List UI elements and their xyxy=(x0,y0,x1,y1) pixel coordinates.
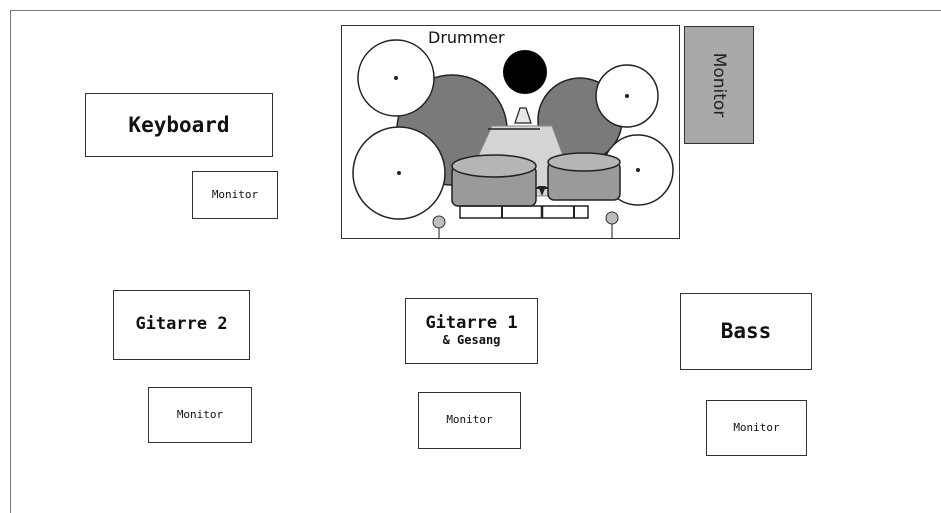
gitarre2-monitor: Monitor xyxy=(148,387,252,443)
drum-kit: Drummer xyxy=(341,25,680,239)
gitarre1-monitor-label: Monitor xyxy=(446,413,493,427)
keyboard-label: Keyboard xyxy=(128,112,230,137)
drum-throne xyxy=(514,107,532,124)
gitarre2-position: Gitarre 2 xyxy=(113,290,250,360)
drummer-label: Drummer xyxy=(428,28,505,47)
drum-kit-drawing xyxy=(352,39,674,238)
gitarre1-position: Gitarre 1 & Gesang xyxy=(405,298,538,364)
mic-stand-right xyxy=(605,211,619,225)
bass-monitor-label: Monitor xyxy=(733,420,780,434)
keyboard-monitor-label: Monitor xyxy=(211,187,259,201)
gitarre1-sub-label: & Gesang xyxy=(442,332,501,347)
bass-monitor: Monitor xyxy=(706,400,807,456)
bass-position: Bass xyxy=(680,293,812,370)
drum-monitor: Monitor xyxy=(684,26,754,144)
mic-stand-left xyxy=(432,215,446,229)
kick-pedal-rail xyxy=(459,205,589,219)
gitarre1-monitor: Monitor xyxy=(418,392,521,449)
keyboard-monitor: Monitor xyxy=(192,171,278,219)
keyboard-position: Keyboard xyxy=(85,93,273,157)
stage-border-top xyxy=(10,10,941,11)
drum-monitor-label: Monitor xyxy=(709,52,729,118)
gitarre2-label: Gitarre 2 xyxy=(135,314,228,335)
drummer-figure xyxy=(503,50,547,94)
gitarre1-label: Gitarre 1 xyxy=(425,313,518,334)
gitarre2-monitor-label: Monitor xyxy=(176,407,224,421)
bass-label: Bass xyxy=(720,319,772,344)
stage-border-left xyxy=(10,10,11,513)
